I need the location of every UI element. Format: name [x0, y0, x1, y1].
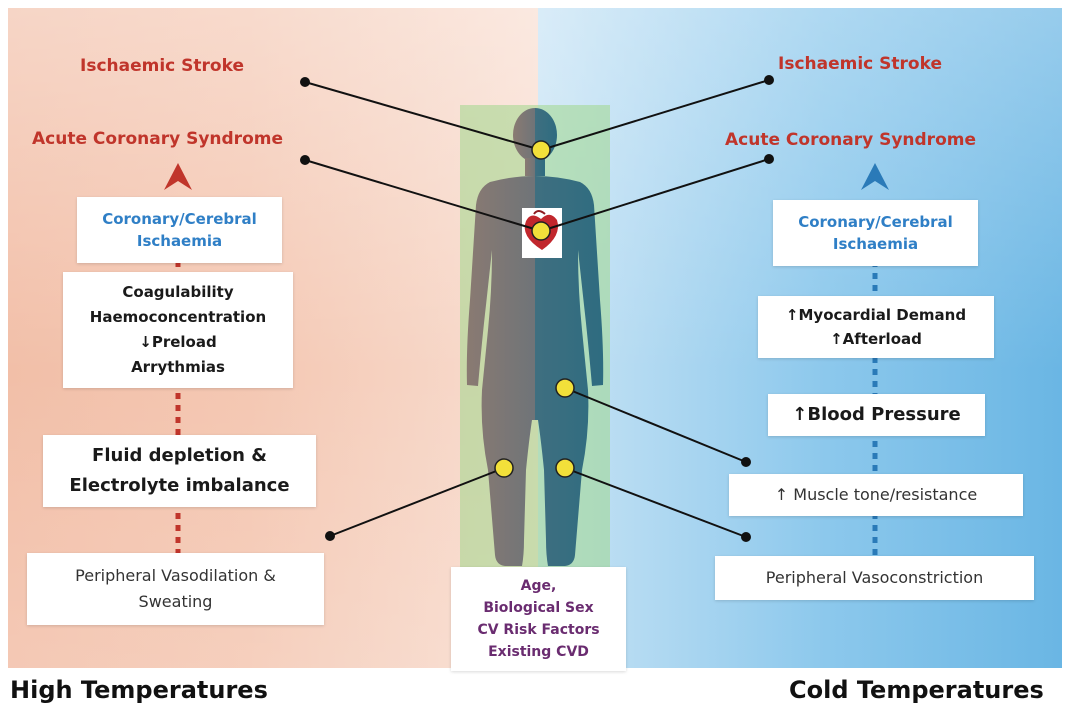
- muscle-tone-text: ↑ Muscle tone/resistance: [775, 482, 977, 508]
- preload-text: ↓Preload: [139, 330, 216, 355]
- right-ischaemia-line1: Coronary/Cerebral: [798, 211, 953, 233]
- fluid-depletion-line2: Electrolyte imbalance: [69, 471, 289, 501]
- vasoconstriction-text: Peripheral Vasoconstriction: [766, 565, 983, 591]
- vasodilation-line2: Sweating: [139, 589, 213, 615]
- existing-cvd-text: Existing CVD: [488, 641, 589, 663]
- right-acs-label: Acute Coronary Syndrome: [725, 130, 976, 150]
- right-ischaemia-line2: Ischaemia: [833, 233, 918, 255]
- left-ischaemia-line2: Ischaemia: [137, 230, 222, 252]
- right-knee-marker: [556, 459, 574, 477]
- risk-factors-box: Age, Biological Sex CV Risk Factors Exis…: [451, 567, 626, 671]
- fluid-depletion-line1: Fluid depletion &: [92, 441, 267, 471]
- right-ischaemia-box: Coronary/Cerebral Ischaemia: [773, 200, 978, 266]
- biological-sex-text: Biological Sex: [483, 597, 593, 619]
- left-acs-label: Acute Coronary Syndrome: [32, 129, 283, 149]
- haemoconcentration-text: Haemoconcentration: [90, 305, 266, 330]
- high-temperatures-title: High Temperatures: [10, 676, 268, 704]
- fluid-depletion-box: Fluid depletion & Electrolyte imbalance: [43, 435, 316, 507]
- brain-marker: [532, 141, 550, 159]
- muscle-tone-box: ↑ Muscle tone/resistance: [729, 474, 1023, 516]
- heart-marker: [532, 222, 550, 240]
- age-text: Age,: [521, 575, 557, 597]
- left-ischaemia-box: Coronary/Cerebral Ischaemia: [77, 197, 282, 263]
- left-mechanisms-box: Coagulability Haemoconcentration ↓Preloa…: [63, 272, 293, 388]
- vasodilation-line1: Peripheral Vasodilation &: [75, 563, 276, 589]
- cv-risk-factors-text: CV Risk Factors: [477, 619, 599, 641]
- blood-pressure-box: ↑Blood Pressure: [768, 394, 985, 436]
- myocardial-demand-box: ↑Myocardial Demand ↑Afterload: [758, 296, 994, 358]
- left-ischaemic-stroke-label: Ischaemic Stroke: [80, 56, 244, 76]
- human-body-figure: [467, 108, 603, 566]
- vasodilation-box: Peripheral Vasodilation & Sweating: [27, 553, 324, 625]
- left-knee-marker: [495, 459, 513, 477]
- thigh-marker: [556, 379, 574, 397]
- left-ischaemia-line1: Coronary/Cerebral: [102, 208, 257, 230]
- myocardial-demand-text: ↑Myocardial Demand: [786, 303, 966, 327]
- cold-temperatures-title: Cold Temperatures: [789, 676, 1044, 704]
- blood-pressure-text: ↑Blood Pressure: [792, 402, 960, 428]
- vasoconstriction-box: Peripheral Vasoconstriction: [715, 556, 1034, 600]
- right-ischaemic-stroke-label: Ischaemic Stroke: [778, 54, 942, 74]
- coagulability-text: Coagulability: [122, 280, 233, 305]
- afterload-text: ↑Afterload: [830, 327, 922, 351]
- arrythmias-text: Arrythmias: [131, 355, 225, 380]
